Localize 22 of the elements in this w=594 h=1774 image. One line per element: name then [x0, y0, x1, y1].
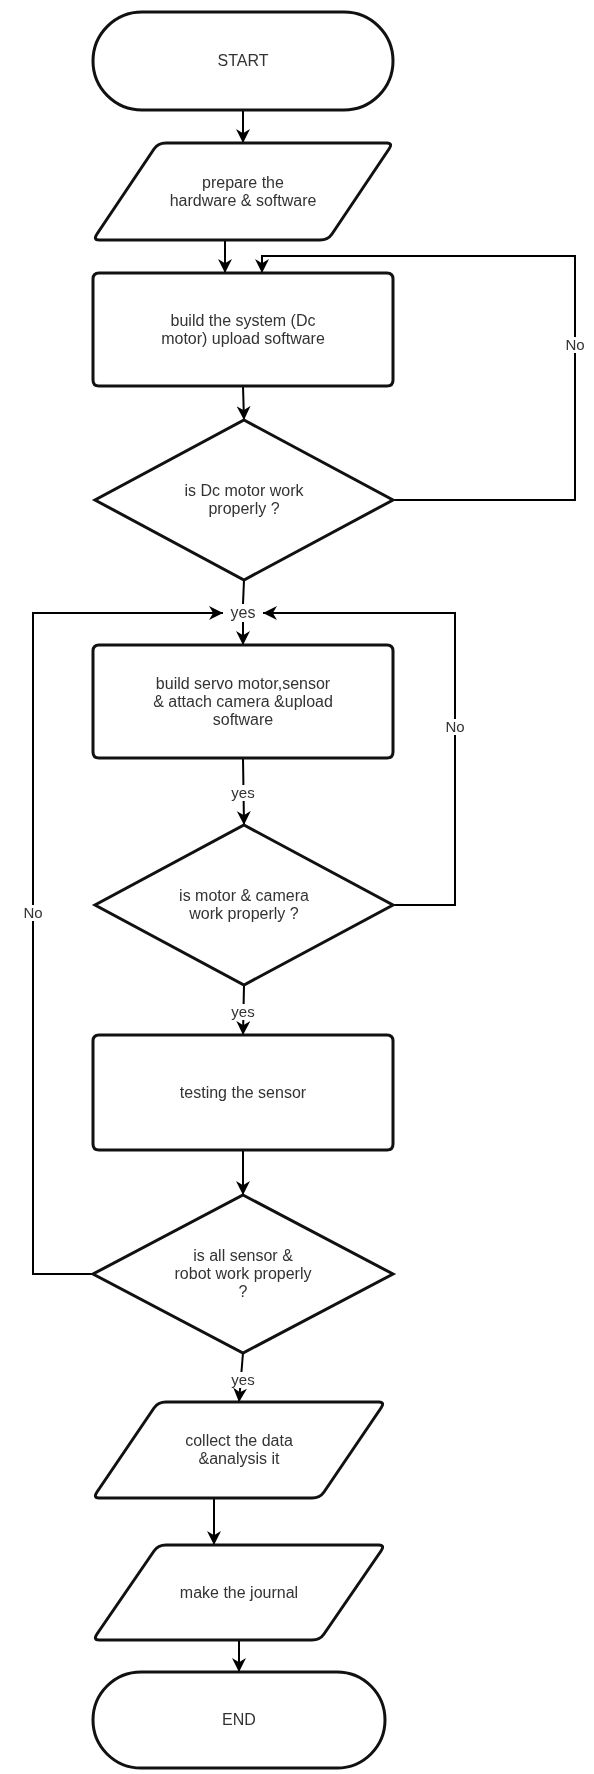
edge-label: No — [443, 719, 467, 735]
edge-label: yes — [229, 785, 257, 801]
node-text: END — [221, 1711, 257, 1729]
node-text: is motor & camera work properly ? — [178, 887, 310, 923]
arrow — [236, 621, 250, 646]
node-text: is all sensor & robot work properly ? — [173, 1247, 313, 1301]
node-text: collect the data &analysis it — [184, 1432, 294, 1468]
edge-label: yes — [229, 1004, 257, 1020]
merge-label: yes — [229, 604, 257, 622]
node-text: START — [216, 52, 270, 70]
edge-label: No — [21, 905, 45, 921]
node-text: is Dc motor work properly ? — [183, 482, 305, 518]
node-text: testing the sensor — [178, 1083, 308, 1102]
node-text: build servo motor,sensor & attach camera &upload software — [153, 674, 333, 729]
edge-label: No — [563, 337, 587, 353]
node-text: make the journal — [178, 1583, 300, 1602]
edge-label: yes — [229, 1372, 257, 1388]
arrow — [32, 606, 224, 1275]
arrow — [262, 606, 456, 906]
arrow — [255, 255, 576, 501]
node-text: build the system (Dc motor) upload software — [160, 311, 326, 348]
node-text: prepare the hardware & software — [168, 173, 318, 210]
